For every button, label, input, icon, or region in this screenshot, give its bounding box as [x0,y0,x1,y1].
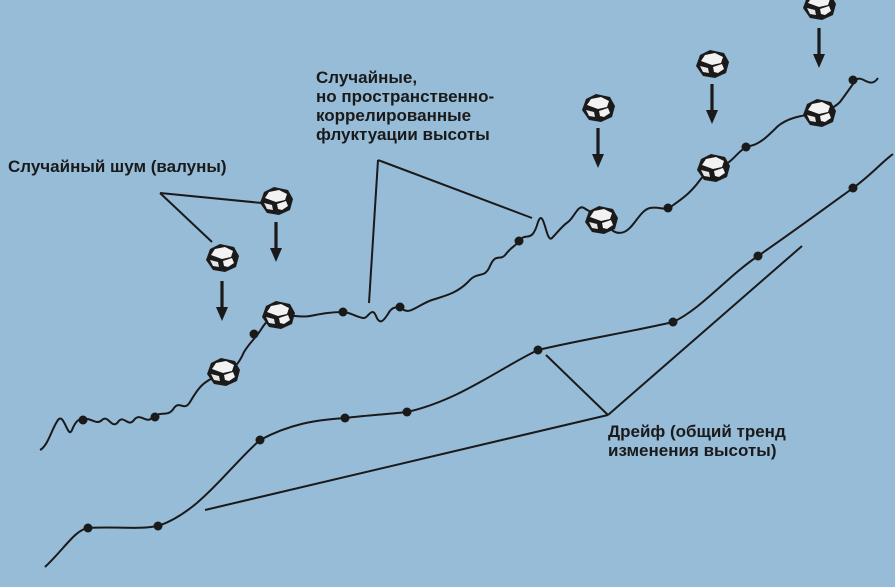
drift-point [153,521,163,531]
correlated-line-4: флуктуации высоты [316,125,490,144]
drift-point [83,523,93,533]
drift-point [402,407,412,417]
arrow-down-icon [216,281,228,321]
terrain-point [741,142,751,152]
leader-line-drift-3 [204,414,609,511]
terrain-point [78,415,88,425]
drift-point [533,345,543,355]
random-noise-label: Случайный шум (валуны) [8,157,227,176]
drift-point [255,435,265,445]
random-noise-text: Случайный шум (валуны) [8,157,227,176]
terrain-point [249,329,259,339]
correlated-fluctuations-label: Случайные, но пространственно- коррелиро… [316,68,494,144]
drift-point [340,413,350,423]
terrain-point [395,302,405,312]
drift-curve [44,153,894,568]
boulder-icon [207,358,240,386]
leader-line-drift-1 [545,354,609,416]
arrow-down-icon [813,28,825,68]
leader-line-noise-2 [159,192,263,204]
boulder-icon [206,244,239,272]
drift-line-2: изменения высоты) [608,441,777,460]
drift-point [848,183,858,193]
drift-label: Дрейф (общий тренд изменения высоты) [608,422,786,460]
leader-line-drift-2 [607,245,803,416]
leader-line-corr-1 [368,159,379,304]
terrain-curve [39,77,879,451]
terrain-point [514,236,524,246]
arrow-down-icon [592,128,604,168]
boulder-icon [260,187,293,215]
boulder-icon [262,301,295,329]
boulder-icon [803,99,836,127]
drift-points [83,183,858,533]
boulder-icon [803,0,836,20]
drift-line-1: Дрейф (общий тренд [608,422,786,441]
terrain-point [848,75,858,85]
arrow-down-icon [706,84,718,124]
drift-point [668,317,678,327]
leader-line-corr-2 [377,159,533,219]
terrain-point [150,412,160,422]
boulder-icon [585,206,618,234]
correlated-line-2: но пространственно- [316,87,495,106]
terrain-points [78,75,858,425]
leader-line-noise-1 [159,192,213,243]
boulder-icon [582,94,615,122]
drift-point [753,251,763,261]
correlated-line-3: коррелированные [316,106,472,125]
leader-lines [159,159,803,511]
arrow-down-icon [270,222,282,262]
correlated-line-1: Случайные, [316,68,418,87]
boulder-icon [696,50,729,78]
terrain-point [338,307,348,317]
terrain-point [663,203,673,213]
